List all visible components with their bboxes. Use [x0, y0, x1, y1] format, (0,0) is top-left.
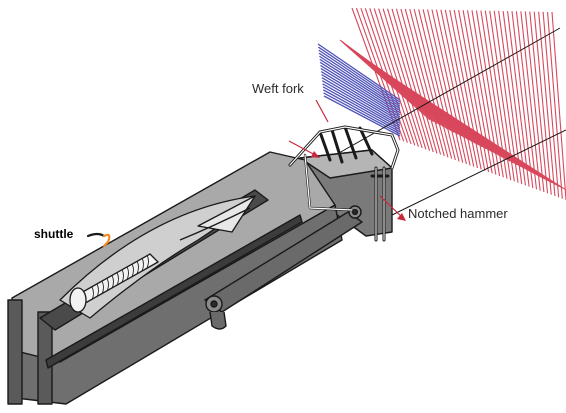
shuttle-box: [7, 149, 393, 405]
shuttle-label-pointer: [86, 232, 111, 248]
indicator-arrows: [288, 99, 406, 221]
hammer-arrow: [379, 195, 405, 220]
notched-hammer-label: Notched hammer: [408, 206, 508, 221]
shuttle-marker: [102, 233, 111, 248]
lever-bar: [204, 205, 363, 330]
hammer-arrowhead: [397, 213, 406, 221]
weft-fork-arrowhead: [311, 151, 320, 158]
shuttle-label: shuttle: [34, 227, 74, 241]
weft-fork-label: Weft fork: [252, 81, 304, 96]
weft-fork-highlight: [289, 126, 399, 211]
fork-label-leader: [315, 99, 329, 123]
warp-threads: [339, 7, 566, 201]
notched-hammer-highlight: [375, 167, 385, 241]
warp-guide-lines: [299, 27, 566, 216]
shuttle: [59, 195, 256, 319]
weft-fork-arrow: [288, 140, 318, 157]
weft-threads: [317, 43, 401, 137]
